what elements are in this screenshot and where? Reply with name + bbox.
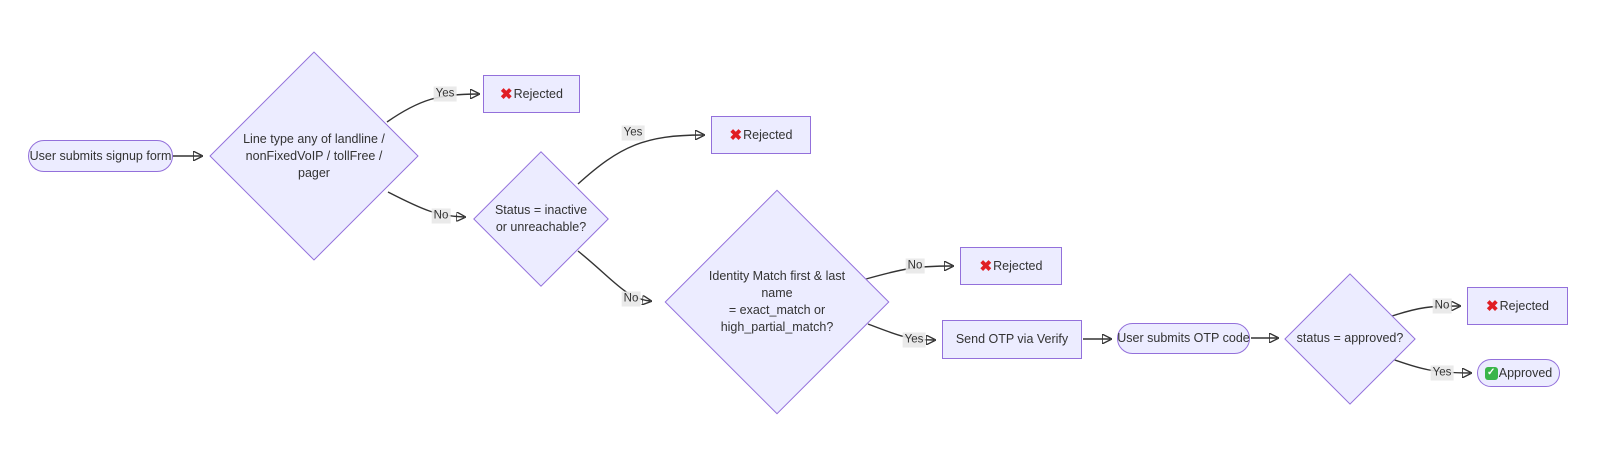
node-status-decision: Status = inactive or unreachable?: [473, 150, 609, 287]
edge-label-yes: Yes: [621, 125, 645, 141]
node-submit-otp: User submits OTP code: [1117, 323, 1250, 354]
node-submit-otp-label: User submits OTP code: [1117, 331, 1250, 345]
label-line: Line type any of landline /: [243, 131, 385, 146]
node-send-otp-label: Send OTP via Verify: [955, 332, 1069, 346]
cross-mark-icon: ✖: [1486, 297, 1499, 315]
edge-label-no: No: [431, 208, 451, 224]
node-identity-decision: Identity Match first & last name = exact…: [663, 189, 891, 415]
check-mark-icon: ✓: [1484, 366, 1498, 380]
node-rejected-3: ✖ Rejected: [960, 247, 1062, 285]
edge-label-no: No: [905, 258, 925, 274]
node-start: User submits signup form: [28, 140, 173, 172]
label-line: high_partial_match?: [720, 320, 834, 334]
node-approved-label: Approved: [1498, 365, 1553, 380]
label-line: Status = inactive: [494, 202, 588, 217]
node-approval-decision-label: status = approved?: [1285, 272, 1415, 405]
node-approved: ✓ Approved: [1477, 359, 1560, 387]
node-rejected-1: ✖ Rejected: [483, 75, 580, 113]
label-line: pager: [298, 165, 330, 180]
edge-label-no: No: [1432, 298, 1452, 314]
node-rejected-4: ✖ Rejected: [1467, 287, 1568, 325]
node-status-decision-label: Status = inactive or unreachable?: [473, 150, 609, 287]
cross-mark-icon: ✖: [729, 126, 743, 144]
edge-label-yes: Yes: [902, 332, 926, 348]
edge-label-yes: Yes: [433, 86, 457, 102]
label-line: nonFixedVoIP / tollFree /: [245, 148, 383, 163]
cross-mark-icon: ✖: [979, 257, 993, 275]
label-line: = exact_match or: [728, 303, 826, 317]
node-rejected-label: Rejected: [993, 258, 1043, 273]
node-send-otp: Send OTP via Verify: [942, 320, 1082, 359]
node-line-type-decision-label: Line type any of landline / nonFixedVoIP…: [209, 51, 419, 261]
label-line: or unreachable?: [495, 219, 587, 234]
node-identity-decision-label: Identity Match first & last name = exact…: [663, 190, 891, 414]
node-rejected-label: Rejected: [1499, 298, 1549, 313]
node-approval-decision: status = approved?: [1284, 272, 1416, 405]
node-start-label: User submits signup form: [29, 148, 172, 163]
edge-label-yes: Yes: [1430, 365, 1454, 381]
node-rejected-label: Rejected: [743, 127, 793, 142]
node-rejected-label: Rejected: [513, 86, 563, 101]
cross-mark-icon: ✖: [500, 85, 513, 103]
label-line: status = approved?: [1296, 331, 1404, 345]
node-rejected-2: ✖ Rejected: [711, 116, 811, 154]
edge-label-no: No: [621, 291, 641, 307]
label-line: Identity Match first & last: [708, 269, 846, 283]
node-line-type-decision: Line type any of landline / nonFixedVoIP…: [209, 51, 419, 261]
label-line: name: [761, 286, 793, 300]
